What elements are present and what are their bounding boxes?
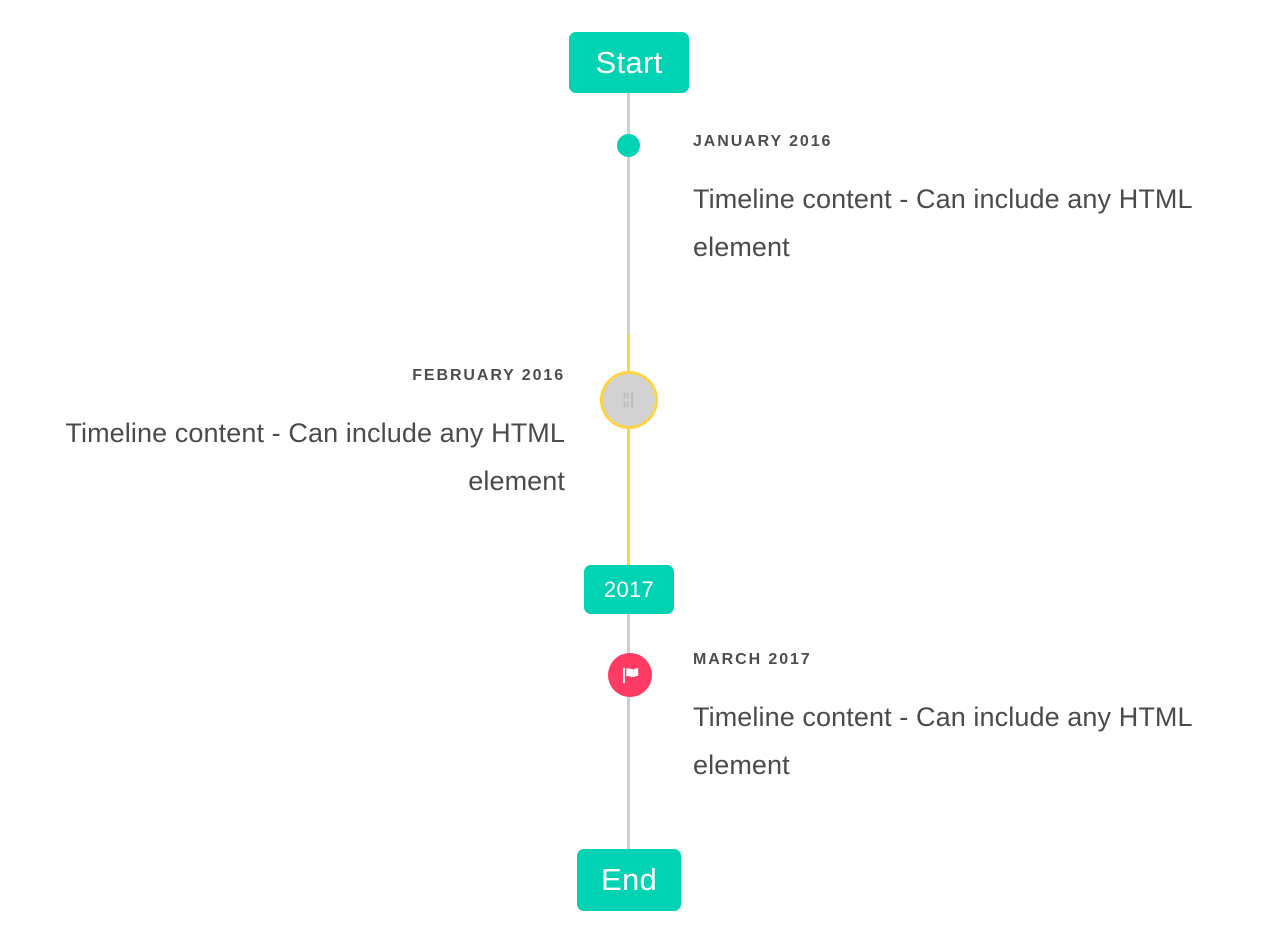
flag-icon <box>620 665 641 686</box>
timeline-entry-body: Timeline content - Can include any HTML … <box>693 184 1192 263</box>
timeline-marker-january-2016[interactable] <box>617 134 640 157</box>
timeline-line-segment-highlighted <box>627 334 630 572</box>
image-placeholder-icon <box>620 391 638 409</box>
timeline-entry-february-2016: FEBRUARY 2016 Timeline content - Can inc… <box>24 365 565 505</box>
timeline-entry-body: Timeline content - Can include any HTML … <box>65 418 565 497</box>
timeline-end-badge[interactable]: End <box>577 849 681 911</box>
timeline-entry-date: FEBRUARY 2016 <box>412 367 565 384</box>
timeline-entry-body: Timeline content - Can include any HTML … <box>693 702 1192 781</box>
timeline-entry-date: JANUARY 2016 <box>693 133 833 150</box>
timeline-entry-january-2016: JANUARY 2016 Timeline content - Can incl… <box>693 131 1233 271</box>
timeline-marker-march-2017[interactable] <box>608 653 652 697</box>
timeline-start-badge[interactable]: Start <box>569 32 689 93</box>
timeline-marker-february-2016[interactable] <box>600 371 658 429</box>
timeline-entry-march-2017: MARCH 2017 Timeline content - Can includ… <box>693 649 1233 789</box>
timeline-line-segment-bottom <box>627 606 630 852</box>
timeline-line-segment-top <box>627 88 630 336</box>
timeline-year-divider-2017[interactable]: 2017 <box>584 565 674 614</box>
timeline-entry-date: MARCH 2017 <box>693 651 812 668</box>
